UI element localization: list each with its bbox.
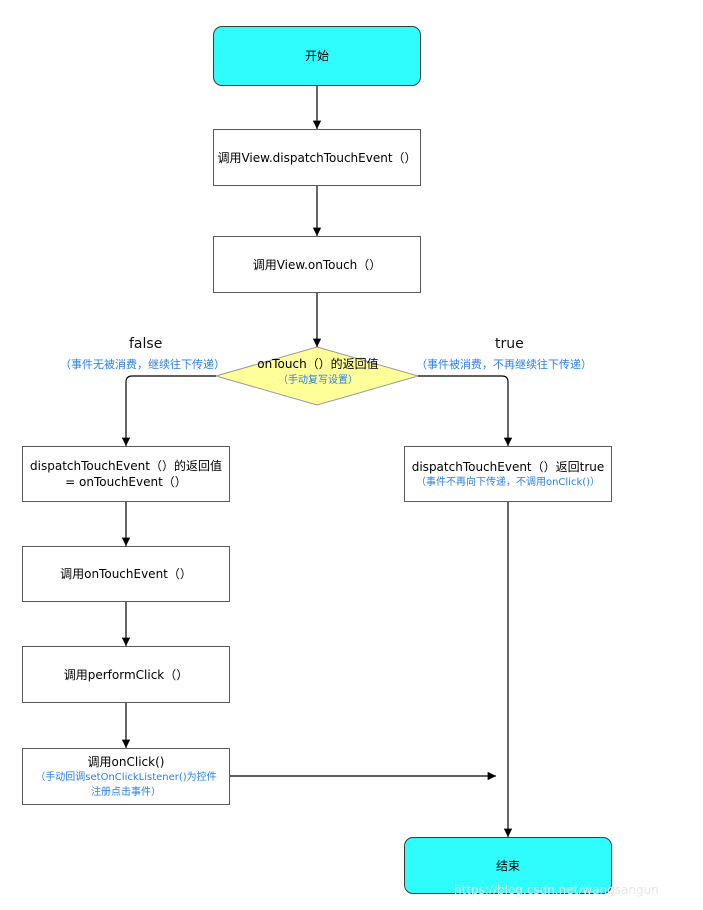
performclick-step: 调用performClick（） (22, 646, 230, 703)
onclick-step-title: 调用onClick() (87, 754, 165, 769)
start-node: 开始 (213, 26, 421, 86)
false-branch-note: （事件无被消费，继续往下传递） (60, 358, 225, 371)
decision-note: （手动复写设置） (278, 375, 358, 386)
ontouch-step-label: 调用View.onTouch（） (252, 257, 382, 272)
left-result-line2: = onTouchEvent（） (65, 475, 187, 489)
decision-text: onTouch（）的返回值 （手动复写设置） (218, 356, 418, 388)
ontouch-step: 调用View.onTouch（） (213, 236, 421, 293)
dispatch-step-label: 调用View.dispatchTouchEvent（） (217, 150, 417, 165)
decision-diamond (214, 346, 420, 406)
end-label: 结束 (495, 858, 520, 873)
arrow-true-branch (418, 375, 513, 446)
watermark: https://blog.csdn.net/wangsangun (454, 883, 659, 897)
true-branch-note: （事件被消费，不再继续往下传递） (416, 358, 592, 371)
onclick-step: 调用onClick() （手动回调setOnClickListener()为控件… (22, 748, 230, 805)
performclick-step-label: 调用performClick（） (63, 667, 189, 682)
true-branch-label: true (495, 336, 524, 352)
start-label: 开始 (304, 49, 329, 63)
ontouchevent-step: 调用onTouchEvent（） (22, 546, 230, 602)
left-result-line1: dispatchTouchEvent（）的返回值 (30, 459, 222, 473)
onclick-step-note: （手动回调setOnClickListener()为控件注册点击事件） (35, 771, 217, 798)
right-result-note: （事件不再向下传递，不调用onClick()） (415, 476, 601, 488)
dispatch-touch-event-step: 调用View.dispatchTouchEvent（） (213, 129, 421, 186)
arrow-false-branch (121, 375, 216, 446)
end-node: 结束 (404, 837, 612, 894)
right-result-line1: dispatchTouchEvent（）返回true (411, 459, 605, 474)
ontouchevent-step-label: 调用onTouchEvent（） (60, 567, 192, 581)
right-result-node: dispatchTouchEvent（）返回true （事件不再向下传递，不调用… (404, 446, 612, 502)
left-result-node: dispatchTouchEvent（）的返回值 = onTouchEvent（… (22, 446, 230, 502)
decision-title: onTouch（）的返回值 (257, 357, 379, 371)
false-branch-label: false (129, 336, 163, 352)
